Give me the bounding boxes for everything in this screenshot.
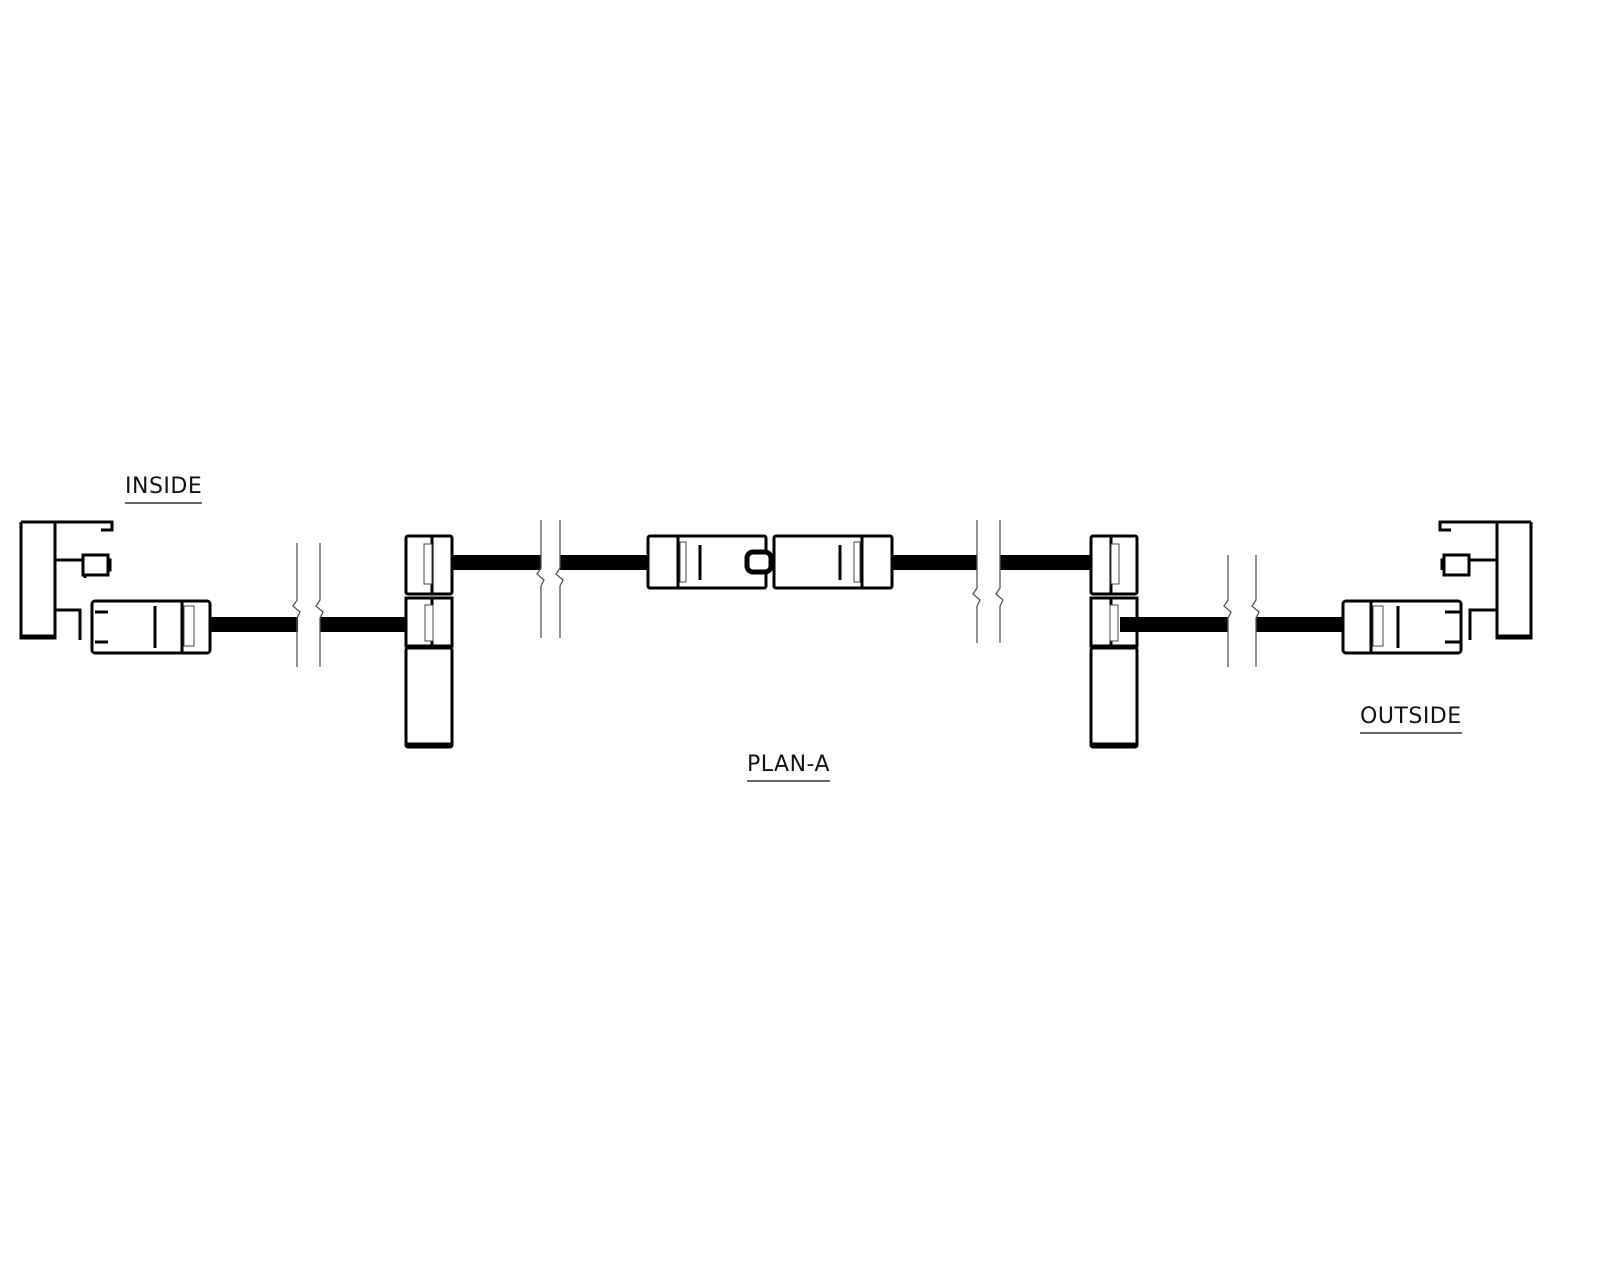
plan-title: PLAN-A — [747, 753, 831, 782]
right-sash-profile — [1341, 599, 1463, 655]
right-jamb-profile — [1438, 520, 1533, 640]
outside-label: OUTSIDE — [1360, 705, 1462, 734]
break-line-left — [292, 543, 324, 667]
right-mullion-profile — [1089, 534, 1139, 749]
break-line-upper-left — [536, 520, 564, 638]
left-mullion-profile — [404, 534, 454, 749]
break-line-right — [1223, 555, 1260, 667]
break-line-upper-right — [972, 520, 1004, 643]
center-meeting-stiles — [646, 534, 894, 590]
left-sash-profile — [90, 599, 212, 655]
left-jamb-profile — [19, 520, 114, 640]
inside-label: INSIDE — [125, 475, 203, 504]
